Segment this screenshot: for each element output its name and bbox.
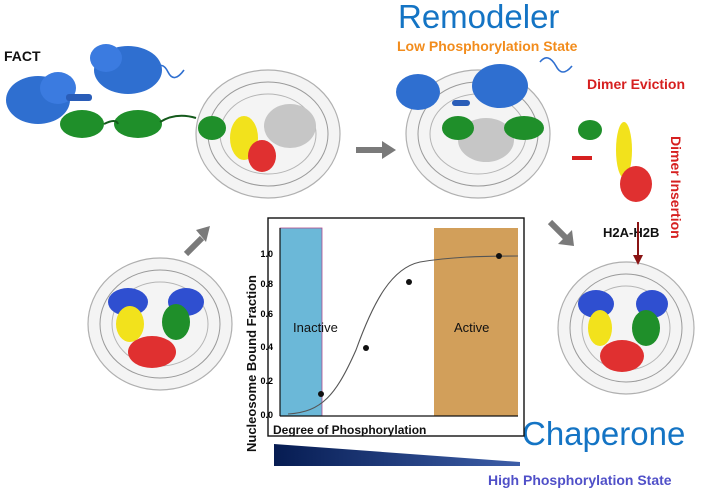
phosphorylation-plot: 0.0 0.2 0.4 0.6 0.8 1.0 Inactive Active … xyxy=(244,217,525,452)
ytick-1: 0.2 xyxy=(260,376,273,386)
ytick-0: 0.0 xyxy=(260,410,273,420)
inactive-region xyxy=(279,227,323,417)
ytick-5: 1.0 xyxy=(260,249,273,259)
dimer-insertion-label: Dimer Insertion xyxy=(668,136,684,239)
nucleosome-bottom-right xyxy=(557,261,695,395)
fact-label: FACT xyxy=(4,48,41,64)
x-axis-label: Degree of Phosphorylation xyxy=(273,423,426,437)
process-arrows xyxy=(183,141,643,265)
chaperone-title: Chaperone xyxy=(522,415,686,452)
fact-complex-illustration xyxy=(6,44,197,138)
nucleosome-top-right xyxy=(396,57,602,199)
ytick-4: 0.8 xyxy=(260,279,273,289)
phosphorylation-gradient-bar xyxy=(274,444,520,466)
fit-curve xyxy=(287,255,519,415)
ytick-3: 0.6 xyxy=(260,309,273,319)
ytick-2: 0.4 xyxy=(260,342,273,352)
high-phosphorylation-label: High Phosphorylation State xyxy=(488,472,672,488)
active-region xyxy=(434,228,518,416)
nucleosome-top-middle xyxy=(195,69,341,199)
remodeler-title: Remodeler xyxy=(398,0,560,35)
low-phosphorylation-label: Low Phosphorylation State xyxy=(397,38,578,54)
data-point xyxy=(406,279,412,285)
h2a-h2b-label: H2A-H2B xyxy=(603,225,660,240)
active-label: Active xyxy=(454,320,489,335)
dimer-eviction-label: Dimer Eviction xyxy=(587,76,686,92)
data-point xyxy=(363,345,369,351)
data-point xyxy=(318,391,324,397)
h2a-h2b-dimer xyxy=(572,122,652,202)
y-axis-label: Nucleosome Bound Fraction xyxy=(244,275,259,452)
data-point xyxy=(496,253,502,259)
nucleosome-bottom-left xyxy=(87,257,233,391)
inactive-label: Inactive xyxy=(293,320,338,335)
